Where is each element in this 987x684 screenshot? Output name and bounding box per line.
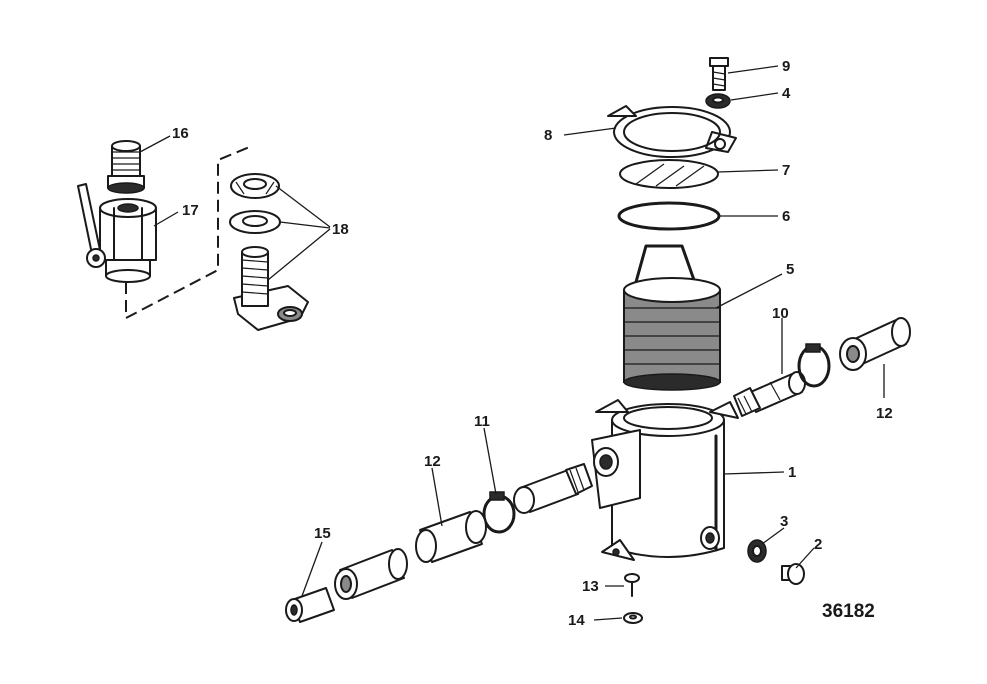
connection-dashed-outline <box>125 145 253 320</box>
part-13-screw <box>624 573 640 597</box>
callout-13: 13 <box>582 578 599 595</box>
callout-7: 7 <box>782 162 790 179</box>
callout-8: 8 <box>544 127 552 144</box>
part-18-washer <box>229 210 281 234</box>
leader-lines <box>139 65 885 621</box>
part-7-glass-lens <box>619 159 719 189</box>
part-12-hose-right <box>839 317 911 371</box>
callout-6: 6 <box>782 208 790 225</box>
part-17-shutoff-valve <box>77 183 157 283</box>
callout-14: 14 <box>568 612 585 629</box>
part-6-o-ring <box>617 201 721 231</box>
callout-12-right: 12 <box>876 405 893 422</box>
part-16-hose-fitting <box>107 140 145 194</box>
callout-18: 18 <box>332 221 349 238</box>
part-9-bolt <box>709 57 729 91</box>
callout-10: 10 <box>772 305 789 322</box>
part-14-washer <box>623 612 643 624</box>
part-10-hose-fitting-right <box>733 371 806 417</box>
callout-5: 5 <box>786 261 794 278</box>
part-5-strainer-basket <box>623 244 721 391</box>
part-2-drain-plug <box>781 563 805 585</box>
callout-15: 15 <box>314 525 331 542</box>
part-inlet-hose-fitting <box>513 463 593 514</box>
part-12-hose-left <box>415 510 487 563</box>
part-18-nut <box>230 173 280 199</box>
part-10-hose-clamp-right <box>797 343 831 388</box>
callout-1: 1 <box>788 464 796 481</box>
callout-9: 9 <box>782 58 790 75</box>
callout-12-left: 12 <box>424 453 441 470</box>
part-15-hose-barb <box>285 587 335 623</box>
diagram-number: 36182 <box>822 601 875 622</box>
part-1-strainer-housing <box>591 399 739 561</box>
callout-11: 11 <box>474 413 490 430</box>
part-3-drain-gasket <box>747 539 767 563</box>
callout-16: 16 <box>172 125 189 142</box>
part-4-washer <box>705 93 731 109</box>
part-hose-section <box>334 548 408 600</box>
callout-2: 2 <box>814 536 822 553</box>
part-11-hose-clamp <box>482 491 516 534</box>
callout-3: 3 <box>780 513 788 530</box>
callout-4: 4 <box>782 85 791 102</box>
part-18-thru-hull-fitting <box>233 246 309 331</box>
callout-17: 17 <box>182 202 199 219</box>
part-8-strainer-cover <box>607 105 737 158</box>
